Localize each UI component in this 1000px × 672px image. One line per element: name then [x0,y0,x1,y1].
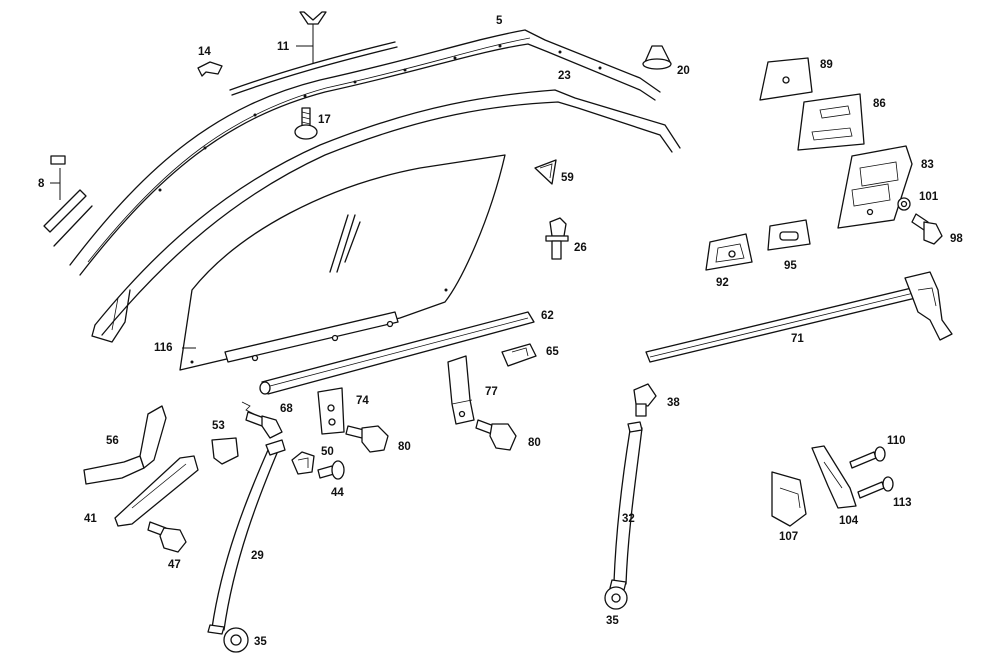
part-50-clip [291,451,315,475]
part-80a-bolt [345,425,389,453]
callout-26: 26 [574,242,587,254]
callout-77: 77 [485,386,498,398]
part-44-bolt [317,460,345,480]
part-83-regulator-plate [837,145,913,229]
callout-107: 107 [779,531,798,543]
callout-8: 8 [38,178,45,190]
part-32-right-rail [609,421,643,591]
part-86-plate [797,93,865,151]
part-38-bolt [633,383,657,417]
part-98-bolt [911,213,943,245]
part-80b-bolt [475,419,517,451]
callout-59: 59 [561,172,574,184]
part-11-trim-strip [229,11,398,96]
callout-17: 17 [318,114,331,126]
part-89-plate [759,57,813,101]
part-17-screw [294,107,318,140]
callout-80-left: 80 [398,441,411,453]
callout-35-right: 35 [606,615,619,627]
callout-95: 95 [784,260,797,272]
callout-5: 5 [496,15,503,27]
part-29-left-rail [207,439,286,635]
part-65-slider-block [501,343,537,367]
part-104-bracket [811,445,857,509]
callout-86: 86 [873,98,886,110]
callout-56: 56 [106,435,119,447]
callout-92: 92 [716,277,729,289]
callout-32: 32 [622,513,635,525]
callout-98: 98 [950,233,963,245]
part-35a-nut [223,627,249,653]
part-59-triangle-cap [534,159,557,185]
part-56-handle [83,405,167,485]
part-35b-nut [604,586,628,610]
part-53-clip [211,437,239,465]
part-68-bolt [241,401,283,439]
callout-44: 44 [331,487,344,499]
part-14-clip [197,61,223,77]
part-62-guide-rail [259,311,535,395]
part-71-lift-rail [645,271,953,363]
part-26-clip-pin [545,217,569,260]
callout-71: 71 [791,333,804,345]
callout-113: 113 [893,497,912,509]
callout-labels: 5 11 14 8 17 20 23 26 29 32 35 35 38 41 … [38,15,963,648]
callout-83: 83 [921,159,934,171]
part-101-washer [897,197,911,211]
part-95-clip [767,219,811,251]
part-92-clip [705,233,753,271]
callout-41: 41 [84,513,97,525]
part-20-plug [642,45,672,70]
callout-74: 74 [356,395,369,407]
callout-62: 62 [541,310,554,322]
callout-68: 68 [280,403,293,415]
part-116-window-glass [179,154,506,371]
part-47-bolt [147,521,187,553]
callout-50: 50 [321,446,334,458]
callout-110: 110 [887,435,906,447]
part-41-arm [114,455,199,527]
callout-65: 65 [546,346,559,358]
part-5-roof-molding [69,29,661,276]
callout-104: 104 [839,515,859,527]
part-77-bracket [447,355,475,425]
part-107-block [771,471,807,527]
callout-80-right: 80 [528,437,541,449]
callout-89: 89 [820,59,833,71]
part-113-screw [857,476,894,499]
callout-38: 38 [667,397,680,409]
part-23-frame-channel [91,89,681,343]
part-110-screw [849,446,886,469]
callout-35-left: 35 [254,636,267,648]
callout-11: 11 [277,41,290,53]
callout-47: 47 [168,559,181,571]
callout-14: 14 [198,46,211,58]
callout-101: 101 [919,191,939,203]
callout-20: 20 [677,65,690,77]
callout-29: 29 [251,550,264,562]
callout-116: 116 [154,342,173,354]
part-74-bracket-plate [317,387,345,435]
callout-53: 53 [212,420,225,432]
part-8-strips [43,155,93,247]
callout-23: 23 [558,70,571,82]
